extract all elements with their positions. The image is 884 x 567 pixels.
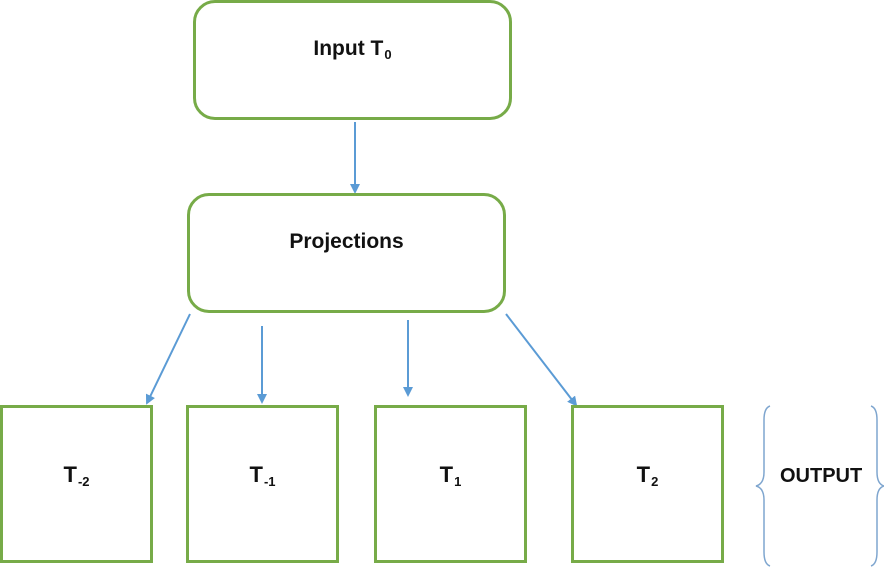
- input-label-text: Input T: [313, 37, 384, 60]
- projections-box: Projections: [187, 193, 506, 313]
- output-label-subscript: 1: [454, 474, 462, 489]
- input-label-subscript: 0: [384, 47, 392, 62]
- projections-label: Projections: [289, 230, 404, 253]
- output-label-text: T: [439, 462, 454, 487]
- left-brace: [755, 405, 771, 567]
- output-label-subscript: -2: [77, 474, 90, 489]
- output-label-text: T: [63, 462, 77, 487]
- output-box-t-minus-1: T-1: [186, 405, 339, 563]
- output-label-t-minus-2: T-2: [63, 462, 90, 489]
- output-box-t-minus-2: T-2: [0, 405, 153, 563]
- output-label-subscript: -1: [263, 474, 276, 489]
- output-label-subscript: 2: [651, 474, 659, 489]
- output-group-label: OUTPUT: [780, 465, 863, 487]
- right-brace: [870, 405, 884, 567]
- output-label-text: T: [636, 462, 651, 487]
- arrow-projections-to-t-2: [505, 313, 578, 407]
- output-label-t-minus-1: T-1: [249, 462, 276, 489]
- output-label-text: T: [249, 462, 263, 487]
- arrow-projections-to-t-minus-2: [145, 313, 191, 405]
